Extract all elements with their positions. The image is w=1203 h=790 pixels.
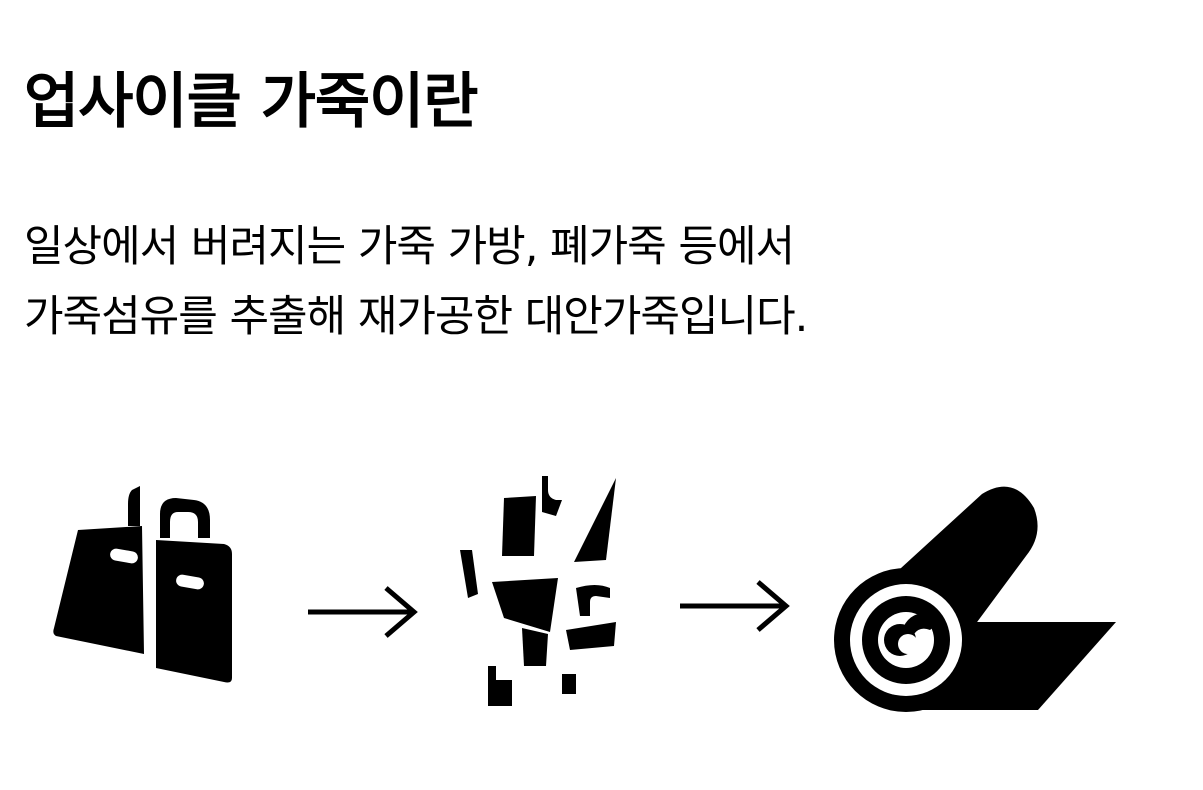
description: 일상에서 버려지는 가죽 가방, 폐가죽 등에서 가죽섬유를 추출해 재가공한 … — [24, 212, 808, 352]
page-title: 업사이클 가죽이란 — [24, 67, 478, 137]
right-arrow-icon — [308, 586, 418, 638]
description-line-1: 일상에서 버려지는 가죽 가방, 폐가죽 등에서 — [24, 222, 795, 272]
leather-roll-icon — [834, 486, 1116, 712]
leather-fragments-icon — [460, 476, 616, 706]
description-line-2: 가죽섬유를 추출해 재가공한 대안가죽입니다. — [24, 292, 808, 342]
right-arrow-icon — [680, 580, 790, 632]
broken-bag-icon — [53, 486, 232, 683]
process-flow — [0, 460, 1203, 740]
